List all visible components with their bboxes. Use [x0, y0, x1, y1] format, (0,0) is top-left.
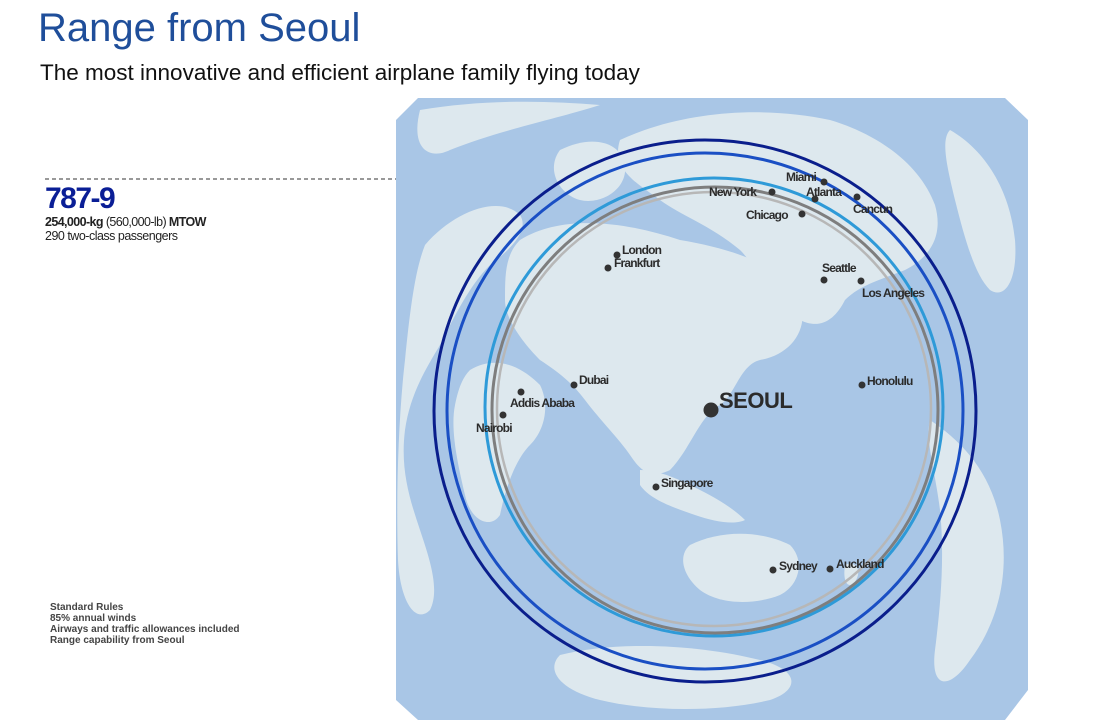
aircraft-passengers: 290 two-class passengers: [45, 228, 178, 243]
landmasses: [397, 101, 1016, 709]
city-labels: Miami New York Atlanta Cancun Chicago Lo…: [476, 170, 926, 573]
rule-line: 85% annual winds: [50, 613, 137, 624]
landmass-greenland: [553, 141, 626, 201]
range-ring-outer: [432, 138, 978, 684]
range-ring-gray-light: [495, 190, 933, 628]
mtow-lb: (560,000-lb): [105, 215, 167, 229]
label-chicago: Chicago: [746, 208, 788, 222]
marker-frankfurt: [604, 264, 612, 272]
landmass-far-north-america: [928, 420, 1004, 682]
landmass-top-band: [417, 101, 600, 154]
mtow-kg: 254,000-kg: [45, 215, 104, 229]
marker-los-angeles: [857, 277, 865, 285]
marker-honolulu: [858, 381, 866, 389]
range-rings: [432, 138, 978, 684]
marker-singapore: [652, 483, 660, 491]
label-sydney: Sydney: [779, 559, 818, 573]
aircraft-mtow: 254,000-kg (560,000-lb) MTOW: [45, 215, 207, 230]
label-atlanta: Atlanta: [806, 185, 842, 199]
marker-seoul: [703, 402, 719, 418]
page-title: Range from Seoul: [38, 6, 361, 50]
marker-new-york: [768, 188, 776, 196]
marker-auckland: [826, 565, 834, 573]
aircraft-model: 787-9: [45, 182, 116, 215]
mtow-label: MTOW: [168, 215, 207, 229]
landmass-eurasia: [505, 223, 803, 475]
marker-cancun: [853, 193, 861, 201]
landmass-right-upper: [945, 130, 1016, 293]
landmass-north-america: [618, 112, 938, 324]
label-seoul: SEOUL: [719, 388, 792, 413]
marker-seattle: [820, 276, 828, 284]
label-cancun: Cancun: [853, 202, 893, 216]
rule-line: Standard Rules: [50, 602, 124, 613]
marker-london: [613, 251, 621, 259]
range-ring-mid: [445, 151, 965, 671]
marker-sydney: [769, 566, 777, 574]
label-singapore: Singapore: [661, 476, 714, 490]
marker-nairobi: [499, 411, 507, 419]
rule-line: Range capability from Seoul: [50, 635, 185, 646]
label-nairobi: Nairobi: [476, 421, 512, 435]
marker-addis-ababa: [517, 388, 525, 396]
label-london: London: [622, 243, 662, 257]
marker-atlanta: [811, 195, 819, 203]
label-miami: Miami: [786, 170, 816, 184]
landmass-south-america: [397, 206, 523, 615]
range-ring-light: [483, 176, 945, 638]
marker-miami: [820, 178, 828, 186]
marker-dubai: [570, 381, 578, 389]
label-los-angeles: Los Angeles: [862, 286, 925, 300]
label-new-york: New York: [709, 185, 757, 199]
page-subtitle: The most innovative and efficient airpla…: [40, 60, 640, 85]
aircraft-info: 787-9 254,000-kg (560,000-lb) MTOW 290 t…: [45, 184, 206, 244]
landmass-australia: [683, 533, 799, 602]
label-frankfurt: Frankfurt: [614, 256, 660, 270]
label-auckland: Auckland: [836, 557, 884, 571]
label-seattle: Seattle: [822, 261, 857, 275]
range-rules: Standard Rules 85% annual winds Airways …: [50, 602, 240, 646]
marker-chicago: [798, 210, 806, 218]
label-dubai: Dubai: [579, 373, 609, 387]
city-markers: [499, 178, 866, 574]
label-honolulu: Honolulu: [867, 374, 913, 388]
landmass-antarctica: [554, 645, 792, 709]
landmass-se-asia: [640, 470, 745, 523]
range-ring-gray-dark: [490, 185, 940, 635]
label-addis-ababa: Addis Ababa: [510, 396, 575, 410]
rule-line: Airways and traffic allowances included: [50, 624, 240, 635]
